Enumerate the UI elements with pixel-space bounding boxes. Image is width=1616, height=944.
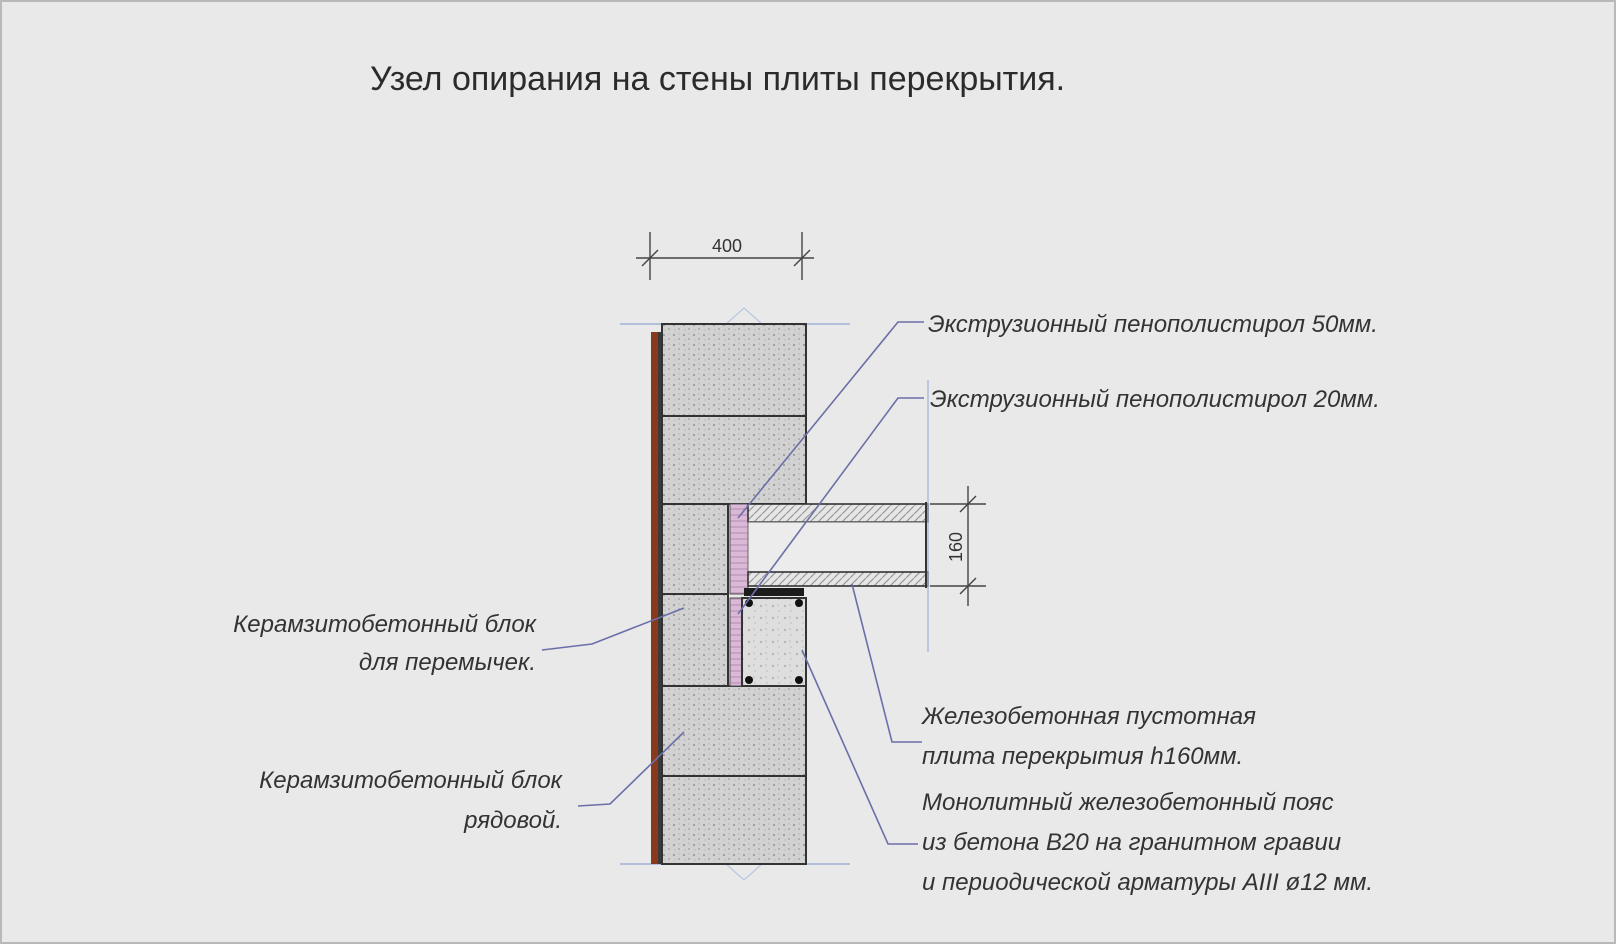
leader-belt	[801, 649, 918, 845]
hollow-core-slab	[747, 502, 929, 588]
leader-slab	[851, 583, 922, 743]
lintel-block-upper	[661, 503, 729, 595]
block-6	[661, 775, 807, 865]
slab-height-label: 160	[946, 532, 966, 562]
leader-ordinary-block	[577, 731, 685, 807]
label-ordinary-block-line1: Керамзитобетонный блок	[259, 767, 564, 794]
leader-xps-20	[737, 397, 924, 615]
label-slab-line2: плита перекрытия h160мм.	[922, 743, 1243, 770]
wall-blocks	[661, 323, 807, 865]
slab-height-dimension: 160	[930, 486, 986, 606]
label-slab-line1: Железобетонная пустотная	[921, 703, 1256, 730]
lintel-block-lower	[661, 593, 729, 687]
label-xps-20: Экструзионный пенополистирол 20мм.	[930, 386, 1380, 413]
leader-lintel-block	[541, 607, 685, 651]
facing-brick-layer	[651, 332, 658, 864]
leader-xps-50	[737, 321, 924, 519]
drawing-title: Узел опирания на стены плиты перекрытия.	[370, 60, 1065, 98]
label-belt-line1: Монолитный железобетонный пояс	[922, 789, 1334, 816]
label-xps-50: Экструзионный пенополистирол 50мм.	[928, 311, 1378, 338]
wall-width-label: 400	[712, 236, 742, 256]
monolithic-belt	[741, 588, 807, 687]
block-1	[661, 323, 807, 417]
label-belt-line3: и периодической арматуры АIII ø12 мм.	[922, 869, 1373, 896]
label-lintel-block-line1: Керамзитобетонный блок	[233, 611, 538, 638]
label-ordinary-block-line2: рядовой.	[463, 807, 562, 834]
block-5	[661, 685, 807, 777]
label-lintel-block-line2: для перемычек.	[359, 649, 536, 676]
label-belt-line2: из бетона В20 на гранитном гравии	[922, 829, 1341, 856]
wall-width-dimension: 400	[636, 232, 814, 280]
